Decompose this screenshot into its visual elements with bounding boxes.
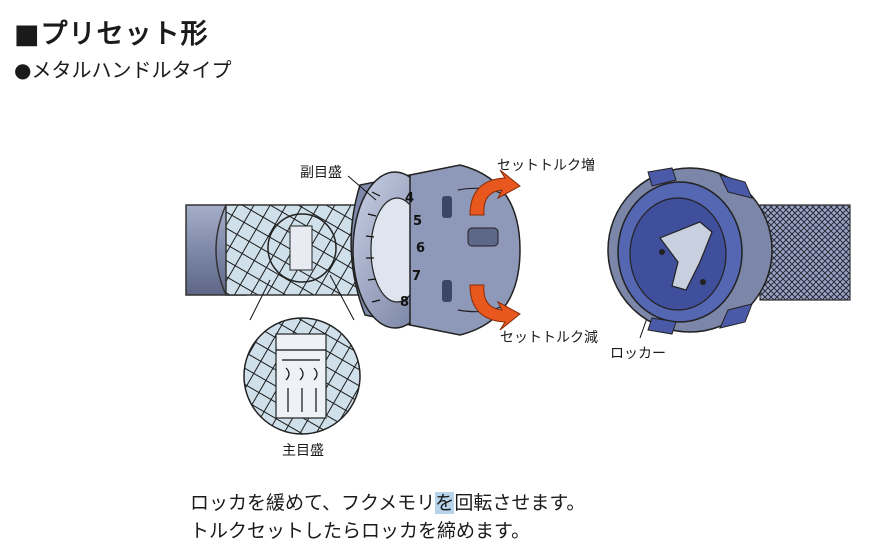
dial-number-7: 7: [412, 269, 421, 284]
caption-line-1-after: 回転させます。: [454, 492, 586, 514]
main-scale-detail: [243, 213, 361, 435]
sub-scale-label: 副目盛: [300, 165, 342, 181]
torque-up-label: セットトルク増: [497, 158, 595, 174]
dial-number-6: 6: [416, 241, 425, 256]
torque-down-label: セットトルク減: [500, 330, 598, 346]
dial-body: [350, 164, 521, 336]
caption-line-1: ロッカを緩めて、フクメモリを回転させます。: [190, 488, 585, 515]
locker-label: ロッカー: [610, 346, 666, 362]
caption-highlight: を: [435, 492, 455, 514]
dial-number-4: 4: [405, 191, 414, 206]
dial-number-5: 5: [413, 214, 422, 229]
torque-down-arrow-icon: [469, 284, 521, 331]
torque-up-arrow-icon: [469, 169, 521, 216]
caption-line-2: トルクセットしたらロッカを締めます。: [190, 520, 531, 542]
caption-line-1-before: ロッカを緩めて、フクメモリ: [190, 492, 436, 514]
dial-number-8: 8: [400, 295, 409, 310]
title: ■プリセット形: [14, 19, 209, 50]
main-scale-label: 主目盛: [282, 443, 324, 459]
subtitle: ●メタルハンドルタイプ: [14, 58, 232, 82]
handle-right: [607, 167, 851, 335]
